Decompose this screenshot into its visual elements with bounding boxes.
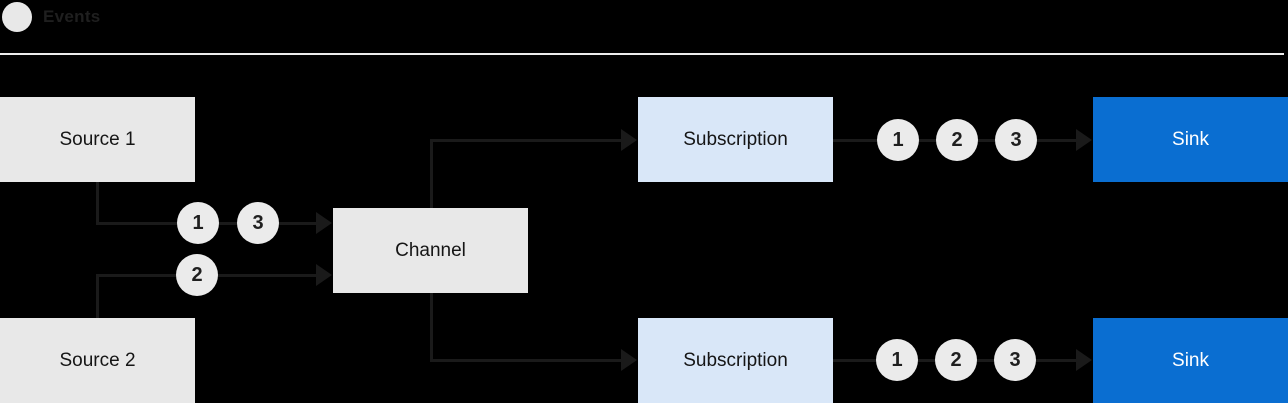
event-circle-bottom-2: 2 <box>935 339 977 381</box>
arrow-subscription-bottom-to-sink <box>1076 349 1092 371</box>
events-legend-label: Events <box>43 7 101 26</box>
event-circle-2: 2 <box>176 254 218 296</box>
event-circle-3: 3 <box>237 202 279 244</box>
events-legend-icon <box>2 2 32 32</box>
event-circle-1: 1 <box>177 202 219 244</box>
event-circle-bottom-3: 3 <box>994 339 1036 381</box>
connector-channel-down-vertical <box>430 293 433 362</box>
event-circle-top-1: 1 <box>877 119 919 161</box>
event-circle-top-2: 2 <box>936 119 978 161</box>
arrow-subscription-top-to-sink <box>1076 129 1092 151</box>
connector-channel-down-horizontal <box>430 359 622 362</box>
connector-channel-up-vertical <box>430 139 433 208</box>
node-sink-top: Sink <box>1093 97 1288 182</box>
node-sink-bottom: Sink <box>1093 318 1288 403</box>
event-circle-bottom-1: 1 <box>876 339 918 381</box>
connector-channel-up-horizontal <box>430 139 622 142</box>
arrow-source2-to-channel <box>316 264 332 286</box>
header-divider <box>0 53 1284 55</box>
arrow-source1-to-channel <box>316 212 332 234</box>
connector-source2-vertical <box>96 274 99 318</box>
node-source-2: Source 2 <box>0 318 195 403</box>
node-subscription-bottom: Subscription <box>638 318 833 403</box>
connector-source1-vertical <box>96 182 99 225</box>
arrow-channel-to-subscription-bottom <box>621 349 637 371</box>
node-subscription-top: Subscription <box>638 97 833 182</box>
event-circle-top-3: 3 <box>995 119 1037 161</box>
arrow-channel-to-subscription-top <box>621 129 637 151</box>
node-source-1: Source 1 <box>0 97 195 182</box>
node-channel: Channel <box>333 208 528 293</box>
